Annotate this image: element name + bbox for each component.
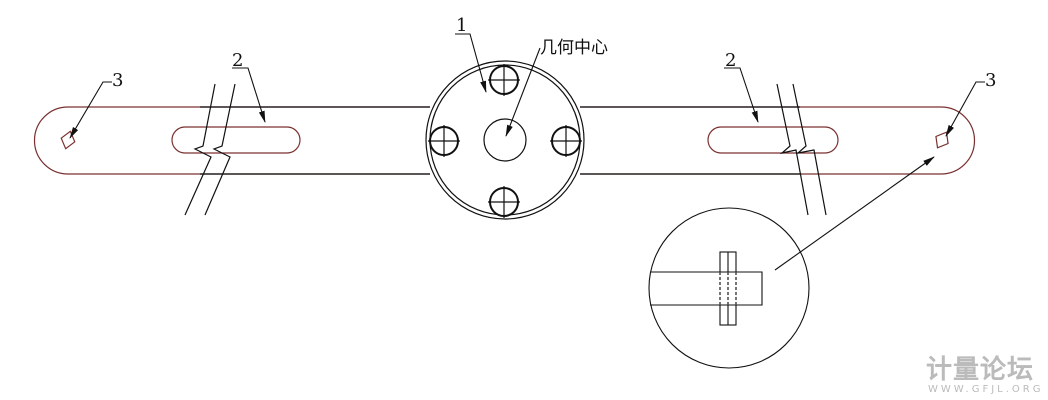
bar-right-end	[580, 106, 976, 175]
label-part-3-left: 3	[112, 70, 123, 91]
leader-lines	[69, 33, 985, 271]
mounting-hole-bottom	[488, 186, 520, 218]
mounting-hole-top	[488, 64, 520, 96]
label-part-2-right: 2	[725, 50, 736, 71]
watermark-url: WWW.GFJL.ORG	[928, 384, 1043, 395]
watermark-title: 计量论坛	[926, 355, 1034, 385]
slot-left	[171, 126, 301, 154]
mounting-hole-right	[550, 125, 582, 157]
break-line-right	[776, 83, 827, 216]
break-line-left	[184, 83, 236, 216]
center-disk	[425, 60, 585, 220]
detail-view	[648, 207, 810, 369]
label-part-3-right: 3	[985, 70, 996, 91]
marker-diamond-right	[935, 131, 949, 149]
geometric-center-circle	[483, 118, 527, 162]
label-part-1: 1	[456, 15, 467, 36]
marker-diamond-left	[60, 130, 76, 150]
detail-leader	[774, 156, 935, 271]
label-part-2-left: 2	[232, 50, 243, 71]
label-geometric-center: 几何中心	[540, 38, 608, 58]
bar-left-end	[33, 106, 430, 175]
mounting-hole-left	[428, 125, 460, 157]
slot-right	[707, 126, 839, 154]
bar	[33, 106, 976, 175]
